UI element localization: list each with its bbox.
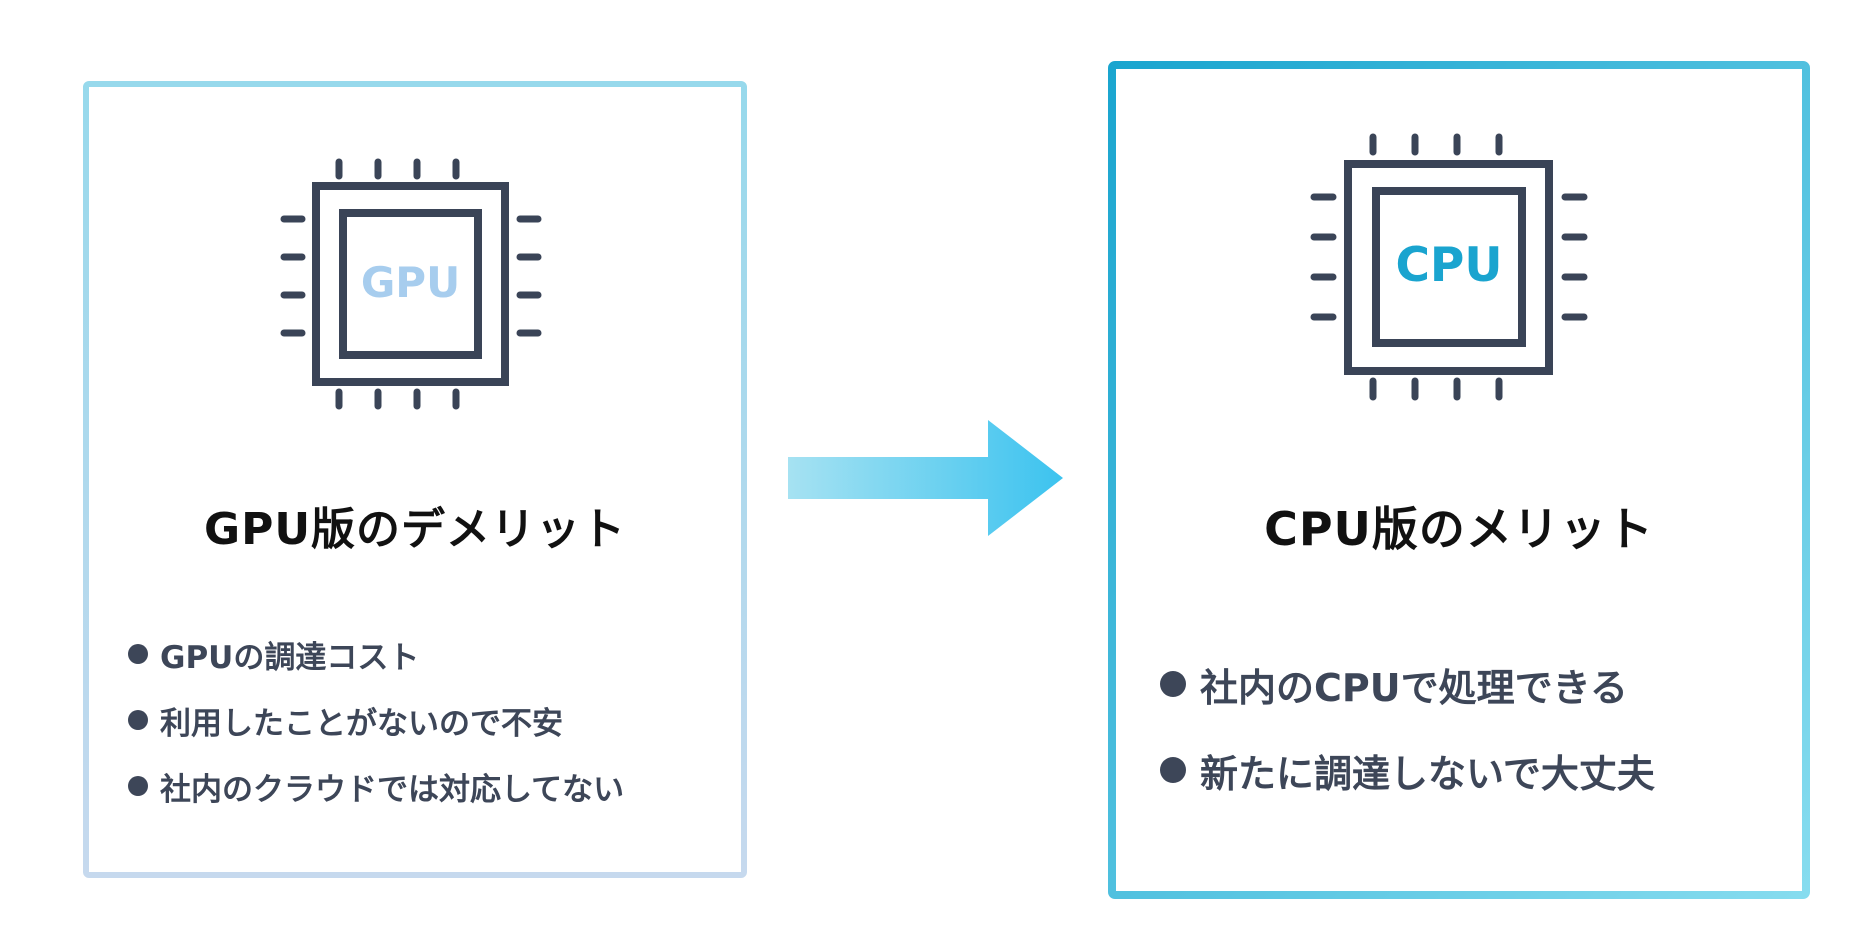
gpu-bullet-list: GPUの調達コスト 利用したことがないので不安 社内のクラウドでは対応してない bbox=[128, 621, 624, 819]
bullet-dot-icon bbox=[128, 710, 148, 730]
cpu-chip-label: CPU bbox=[1395, 238, 1502, 293]
gpu-panel: GPU GPU版のデメリット GPUの調達コスト 利用したことがないので不安 社… bbox=[83, 81, 747, 878]
list-item: 社内のCPUで処理できる bbox=[1160, 641, 1655, 727]
bullet-text: 社内のCPUで処理できる bbox=[1200, 665, 1628, 710]
list-item: 新たに調達しないで大丈夫 bbox=[1160, 727, 1655, 813]
bullet-text: 新たに調達しないで大丈夫 bbox=[1200, 751, 1655, 796]
bullet-text: GPUの調達コスト bbox=[160, 639, 420, 676]
bullet-dot-icon bbox=[128, 776, 148, 796]
gpu-chip-label: GPU bbox=[361, 258, 460, 307]
right-arrow-icon bbox=[788, 420, 1063, 536]
cpu-bullet-list: 社内のCPUで処理できる 新たに調達しないで大丈夫 bbox=[1160, 641, 1655, 813]
list-item: 社内のクラウドでは対応してない bbox=[128, 753, 624, 819]
bullet-dot-icon bbox=[1160, 757, 1186, 783]
cpu-heading: CPU版のメリット bbox=[1264, 502, 1654, 556]
bullet-dot-icon bbox=[1160, 671, 1186, 697]
cpu-panel: CPU CPU版のメリット 社内のCPUで処理できる 新たに調達しないで大丈夫 bbox=[1108, 61, 1810, 899]
gpu-heading: GPU版のデメリット bbox=[203, 504, 627, 555]
gpu-chip-icon: GPU bbox=[277, 156, 545, 412]
bullet-dot-icon bbox=[128, 644, 148, 664]
bullet-text: 利用したことがないので不安 bbox=[160, 705, 563, 742]
list-item: 利用したことがないので不安 bbox=[128, 687, 624, 753]
cpu-chip-icon: CPU bbox=[1308, 131, 1590, 403]
bullet-text: 社内のクラウドでは対応してない bbox=[160, 771, 625, 808]
list-item: GPUの調達コスト bbox=[128, 621, 624, 687]
